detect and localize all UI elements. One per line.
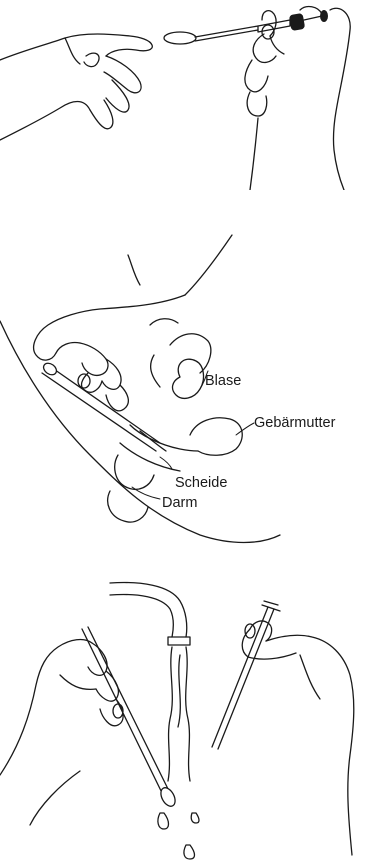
water-stream [168, 647, 190, 781]
water-drops [158, 813, 199, 859]
label-blase: Blase [205, 373, 241, 389]
swab-preparation-illustration [0, 0, 378, 190]
rinsing-illustration [0, 575, 378, 860]
inserted-swab [41, 361, 166, 451]
inserting-hand [34, 295, 185, 411]
label-scheide: Scheide [175, 475, 227, 491]
right-hand [245, 7, 350, 190]
anatomy-illustration: Blase Gebärmutter Scheide Darm [0, 225, 378, 555]
vaginal-canal [120, 425, 198, 471]
bladder-shape [173, 359, 204, 398]
label-gebaermutter: Gebärmutter [254, 415, 336, 431]
left-hand-with-swab [0, 627, 178, 825]
rectum-shape [108, 455, 154, 522]
panel-rinsing [0, 575, 378, 860]
tube-with-cap [258, 10, 328, 32]
cotton-swab [164, 26, 258, 44]
faucet [110, 583, 190, 645]
left-hand [0, 34, 152, 140]
uterus-shape [190, 418, 242, 455]
label-darm: Darm [162, 495, 197, 511]
right-hand-with-tube [212, 601, 354, 855]
panel-anatomy-diagram: Blase Gebärmutter Scheide Darm [0, 225, 378, 555]
panel-swab-preparation [0, 0, 378, 190]
